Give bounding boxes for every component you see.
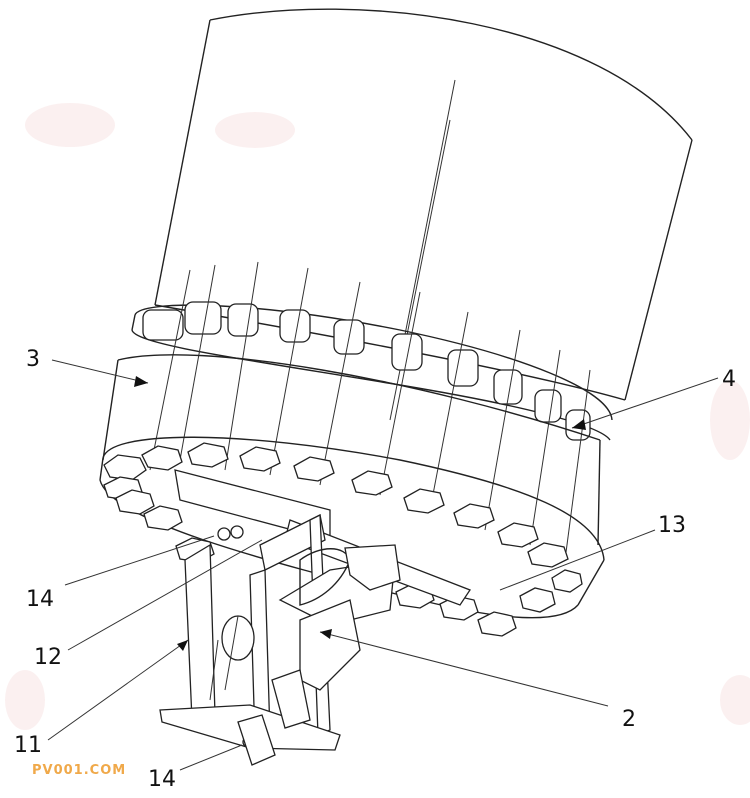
watermark: PV001.COM <box>32 763 127 778</box>
leader-4 <box>571 377 719 429</box>
top-ring-bolts <box>142 301 591 441</box>
leader-2 <box>319 631 609 707</box>
leader-11 <box>47 639 189 741</box>
background-smudges <box>5 103 750 730</box>
label-14-lower: 14 <box>148 767 176 792</box>
leader-14a <box>64 535 215 586</box>
label-12: 12 <box>34 645 62 670</box>
label-13: 13 <box>658 513 686 538</box>
vertical-studs <box>149 261 591 561</box>
leader-12 <box>67 539 263 651</box>
middle-band <box>102 354 601 546</box>
label-11: 11 <box>14 733 42 758</box>
label-3: 3 <box>26 347 40 372</box>
leader-14b <box>179 744 243 771</box>
leader-13 <box>499 529 656 591</box>
label-14-upper: 14 <box>26 587 54 612</box>
clamp-assembly <box>159 469 471 766</box>
leader-lines <box>47 359 719 771</box>
label-4: 4 <box>722 367 736 392</box>
leader-3 <box>51 359 149 384</box>
label-2: 2 <box>622 707 636 732</box>
